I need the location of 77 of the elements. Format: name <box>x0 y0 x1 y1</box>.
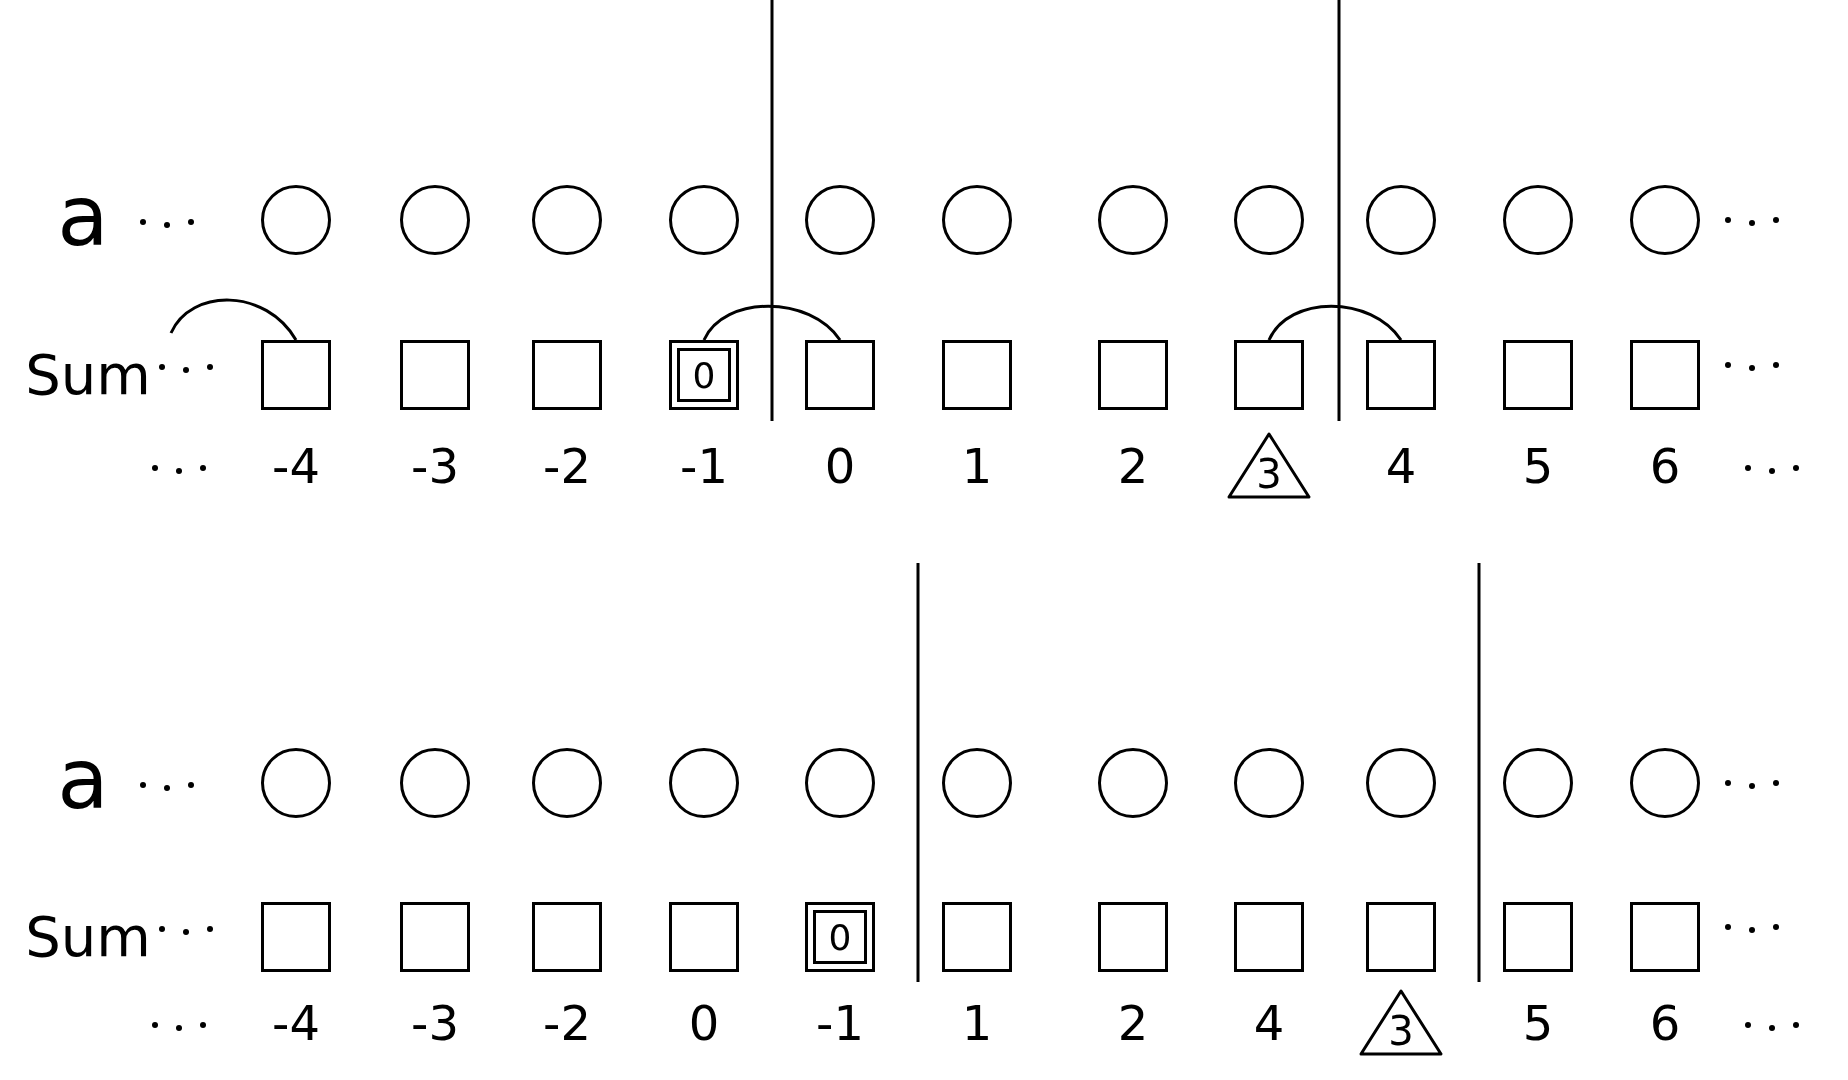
prefix-sum-cell <box>1503 902 1573 972</box>
index-number: 1 <box>961 442 993 490</box>
array-element-circle <box>805 748 875 818</box>
index-number: -2 <box>543 999 591 1047</box>
array-element-circle <box>532 748 602 818</box>
array-element-circle <box>669 185 739 255</box>
index-number: -4 <box>272 999 320 1047</box>
array-element-circle <box>1630 185 1700 255</box>
arc-connector <box>169 298 298 341</box>
cell-value: 0 <box>828 916 852 958</box>
index-number: -3 <box>411 442 459 490</box>
row-label: Sum <box>25 347 151 403</box>
index-number: 0 <box>824 442 856 490</box>
index-number: 4 <box>1253 999 1285 1047</box>
prefix-sum-cell <box>669 902 739 972</box>
triangle-marked-index <box>1358 988 1444 1058</box>
index-number: 5 <box>1522 442 1554 490</box>
index-number: 2 <box>1117 999 1149 1047</box>
prefix-sum-cell <box>1098 902 1168 972</box>
triangle-marked-index <box>1226 431 1312 501</box>
array-element-circle <box>1234 748 1304 818</box>
prefix-sum-cell <box>532 902 602 972</box>
row-label: a <box>57 174 109 258</box>
index-number: -1 <box>816 999 864 1047</box>
array-element-circle <box>400 748 470 818</box>
prefix-sum-cell <box>1366 902 1436 972</box>
array-element-circle <box>261 748 331 818</box>
cell-value: 0 <box>692 354 716 396</box>
index-number: 0 <box>688 999 720 1047</box>
index-number: -3 <box>411 999 459 1047</box>
array-element-circle <box>942 185 1012 255</box>
arc-connector <box>702 304 842 341</box>
array-element-circle <box>1098 748 1168 818</box>
index-number: -2 <box>543 442 591 490</box>
array-element-circle <box>1098 185 1168 255</box>
index-number: 3 <box>1388 1008 1414 1054</box>
arc-connector <box>1267 304 1403 341</box>
array-element-circle <box>1503 748 1573 818</box>
prefix-sum-cell <box>1098 340 1168 410</box>
row-label: Sum <box>25 909 151 965</box>
index-number: 3 <box>1256 451 1282 497</box>
index-number: 6 <box>1649 442 1681 490</box>
index-number: 2 <box>1117 442 1149 490</box>
array-element-circle <box>1234 185 1304 255</box>
prefix-sum-cell <box>942 340 1012 410</box>
array-element-circle <box>942 748 1012 818</box>
prefix-sum-cell <box>1630 902 1700 972</box>
array-element-circle <box>669 748 739 818</box>
prefix-sum-cell <box>942 902 1012 972</box>
array-element-circle <box>1503 185 1573 255</box>
array-element-circle <box>400 185 470 255</box>
index-number: 6 <box>1649 999 1681 1047</box>
prefix-sum-cell <box>261 902 331 972</box>
array-element-circle <box>1366 748 1436 818</box>
prefix-sum-cell <box>1234 902 1304 972</box>
index-number: 5 <box>1522 999 1554 1047</box>
prefix-sum-cell <box>400 340 470 410</box>
prefix-sum-cell <box>1630 340 1700 410</box>
array-element-circle <box>1630 748 1700 818</box>
index-number: 4 <box>1385 442 1417 490</box>
prefix-sum-cell <box>805 902 875 972</box>
index-number: 1 <box>961 999 993 1047</box>
prefix-sum-cell <box>261 340 331 410</box>
prefix-sum-cell <box>532 340 602 410</box>
prefix-sum-cell <box>805 340 875 410</box>
prefix-sum-cell <box>400 902 470 972</box>
row-label: a <box>57 737 109 821</box>
prefix-sum-cell <box>1503 340 1573 410</box>
index-number: -1 <box>680 442 728 490</box>
array-element-circle <box>1366 185 1436 255</box>
array-element-circle <box>532 185 602 255</box>
array-element-circle <box>261 185 331 255</box>
prefix-sum-cell <box>1234 340 1304 410</box>
prefix-sum-cell <box>669 340 739 410</box>
array-element-circle <box>805 185 875 255</box>
prefix-sum-cell <box>1366 340 1436 410</box>
index-number: -4 <box>272 442 320 490</box>
